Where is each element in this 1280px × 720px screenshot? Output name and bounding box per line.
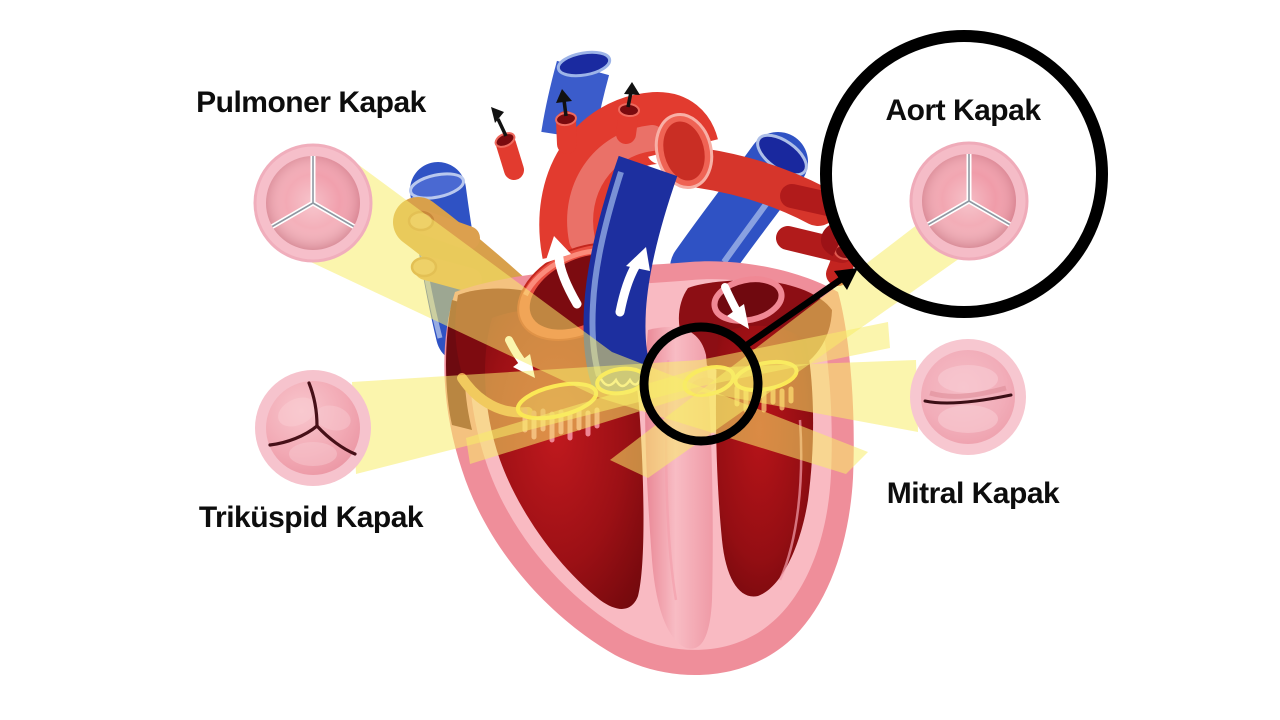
mitral-upper-bulge — [938, 365, 998, 393]
tricuspid-bulge-3 — [289, 442, 337, 466]
label-pulmonary-valve: Pulmoner Kapak — [196, 86, 426, 119]
arch-stub-1 — [496, 134, 524, 180]
pulmonary-commissures-gray — [271, 156, 355, 228]
branch-arrow-3-head — [624, 82, 640, 95]
label-mitral-valve: Mitral Kapak — [886, 477, 1060, 510]
aortic-valve-icon — [909, 141, 1029, 261]
pulmonary-valve-rim-edge — [253, 143, 373, 263]
branch-arrow-3-stem — [626, 91, 633, 108]
aortic-valve-rim-edge — [909, 141, 1029, 261]
arch-stub-1-mouth — [494, 132, 516, 148]
flow-arrow-up-left-head — [545, 236, 571, 263]
flow-arrow-up — [615, 260, 641, 317]
flow-arrows-white — [505, 236, 749, 378]
zoom-arrow-head — [834, 268, 858, 290]
tricuspid-closure-top — [307, 381, 319, 428]
branch-arrow-1-stem — [496, 118, 508, 137]
aortic-commissures-gray — [927, 154, 1011, 226]
beam-aortic — [610, 224, 960, 478]
vena-cava-mouth — [408, 172, 466, 200]
label-tricuspid-valve: Triküspid Kapak — [198, 501, 424, 534]
mitral-lower-bulge — [938, 405, 998, 433]
left-atrium-opening — [711, 276, 785, 324]
tricuspid-closure-right — [315, 424, 357, 456]
arch-highlight — [567, 125, 665, 253]
label-aortic-valve: Aort Kapak — [885, 94, 1041, 127]
branch-arrow-2-stem — [562, 99, 568, 117]
beam-pulmonary — [298, 160, 868, 474]
flow-arrow-down-right-head — [727, 304, 749, 329]
tricuspid-valve-icon — [255, 370, 371, 486]
zoom-source-circle — [639, 322, 763, 446]
zoom-arrow-line — [739, 275, 845, 352]
beam-mitral — [466, 360, 918, 464]
tricuspid-bulge-1 — [278, 397, 316, 427]
arch-branch-arrows — [491, 82, 640, 137]
magnifier-circle — [820, 30, 1108, 318]
branch-arrow-1-head — [491, 107, 504, 123]
mitral-valve-icon — [910, 339, 1026, 455]
mitral-closure-line — [923, 393, 1013, 405]
pulmonary-valve-icon — [253, 143, 373, 263]
flow-arrow-up-left — [554, 253, 582, 309]
tricuspid-bulge-2 — [315, 405, 351, 431]
tricuspid-closure-left — [268, 424, 319, 447]
branch-arrow-2-head — [556, 89, 572, 103]
flow-arrow-up-head — [626, 247, 650, 271]
pulmonary-artery-top-mouth — [556, 50, 612, 78]
zoom-arrow — [739, 268, 858, 352]
arch-mouth-inner — [663, 121, 705, 181]
mitral-lip-shadow — [929, 385, 1007, 399]
aortic-arch — [494, 92, 718, 259]
